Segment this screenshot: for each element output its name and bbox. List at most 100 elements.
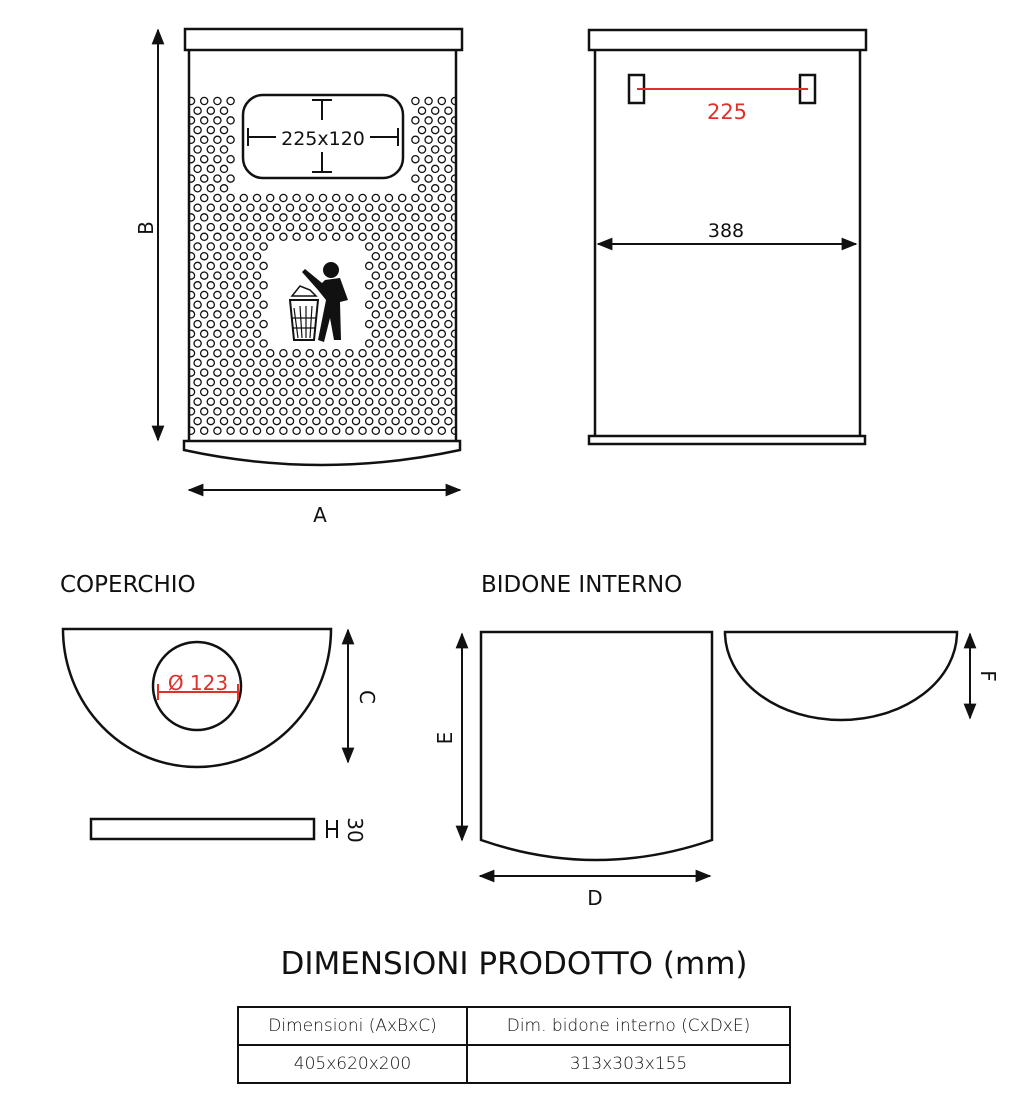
perforation-hole	[397, 310, 407, 319]
perforation-hole	[226, 348, 235, 358]
perforation-hole	[338, 222, 348, 232]
perforation-hole	[417, 281, 427, 290]
perforation-hole	[305, 368, 315, 377]
perforation-hole	[424, 251, 433, 261]
perforation-hole	[239, 407, 249, 416]
perforation-hole	[232, 378, 242, 387]
perforation-hole	[351, 397, 361, 406]
perforation-hole	[226, 96, 235, 106]
perforation-hole	[437, 251, 447, 261]
perforation-hole	[371, 310, 381, 319]
perforation-hole	[226, 290, 235, 300]
front-base	[182, 439, 462, 467]
perforation-hole	[318, 348, 328, 358]
perforation-hole	[213, 310, 222, 319]
perforation-hole	[450, 174, 455, 183]
perforation-hole	[384, 251, 394, 261]
perforation-hole	[424, 96, 433, 106]
perforation-hole	[430, 242, 440, 251]
perforation-hole	[252, 348, 262, 358]
perforation-hole	[190, 368, 196, 377]
perforation-hole	[437, 193, 447, 203]
perforation-hole	[444, 203, 453, 212]
perforation-hole	[358, 232, 367, 242]
perforation-hole	[331, 213, 341, 222]
perforation-hole	[364, 281, 374, 290]
perforation-hole	[391, 222, 400, 232]
perforation-hole	[259, 397, 268, 406]
perforation-hole	[424, 387, 433, 397]
perforation-hole	[424, 348, 433, 358]
table-header-row: Dimensioni (AxBxC) Dim. bidone interno (…	[237, 1006, 791, 1046]
front-view	[151, 27, 464, 497]
perforation-hole	[331, 232, 341, 242]
perforation-hole	[417, 106, 427, 115]
perforation-hole	[424, 174, 433, 183]
perforation-hole	[246, 222, 255, 232]
perforation-hole	[226, 310, 235, 319]
perforation-hole	[404, 319, 414, 329]
perforation-hole	[279, 387, 288, 397]
perforation-hole	[298, 397, 308, 406]
perforation-hole	[193, 125, 202, 135]
perforation-hole	[239, 329, 249, 339]
perforation-hole	[378, 378, 387, 387]
perforation-hole	[213, 290, 222, 300]
perforation-hole	[239, 368, 249, 377]
perforation-hole	[206, 358, 216, 368]
perforation-hole	[252, 193, 262, 203]
perforation-hole	[391, 378, 400, 387]
perforation-hole	[193, 319, 202, 329]
perforation-hole	[411, 232, 420, 242]
perforation-hole	[331, 426, 341, 436]
perforation-hole	[397, 426, 407, 436]
perforation-hole	[305, 348, 315, 358]
perforation-hole	[397, 251, 407, 261]
perforation-hole	[345, 368, 354, 377]
perforation-hole	[219, 416, 229, 426]
perforation-hole	[358, 193, 367, 203]
perforation-hole	[437, 368, 447, 377]
perforation-hole	[193, 281, 202, 290]
perforation-hole	[437, 348, 447, 358]
perforation-hole	[312, 416, 321, 426]
front-lid	[183, 27, 464, 52]
perforation-hole	[444, 261, 453, 271]
perforation-hole	[391, 261, 400, 271]
perforation-hole	[190, 96, 196, 106]
perforation-hole	[345, 213, 354, 222]
perforation-hole	[338, 203, 348, 212]
perforation-hole	[384, 193, 394, 203]
perforation-hole	[239, 387, 249, 397]
perforation-hole	[371, 213, 381, 222]
perforation-hole	[417, 397, 427, 406]
perforation-hole	[391, 358, 400, 368]
perforation-hole	[259, 222, 268, 232]
perforation-hole	[391, 416, 400, 426]
perforation-hole	[424, 135, 433, 145]
perforation-hole	[384, 310, 394, 319]
perforation-hole	[384, 290, 394, 300]
perforation-hole	[417, 203, 427, 212]
perforation-hole	[338, 397, 348, 406]
perforation-hole	[265, 407, 275, 416]
perforation-hole	[213, 426, 222, 436]
perforation-hole	[279, 348, 288, 358]
perforation-hole	[193, 339, 202, 348]
perforation-hole	[384, 213, 394, 222]
perforation-hole	[226, 174, 235, 183]
perforation-hole	[450, 154, 455, 164]
perforation-hole	[193, 300, 202, 309]
perforation-hole	[252, 271, 262, 280]
perforation-hole	[279, 193, 288, 203]
perforation-hole	[232, 319, 242, 329]
perforation-hole	[318, 426, 328, 436]
perforation-hole	[437, 232, 447, 242]
perforation-hole	[430, 339, 440, 348]
perforation-hole	[292, 368, 301, 377]
perforation-hole	[292, 193, 301, 203]
perforation-hole	[331, 193, 341, 203]
perforation-hole	[430, 184, 440, 193]
perforation-hole	[430, 203, 440, 212]
